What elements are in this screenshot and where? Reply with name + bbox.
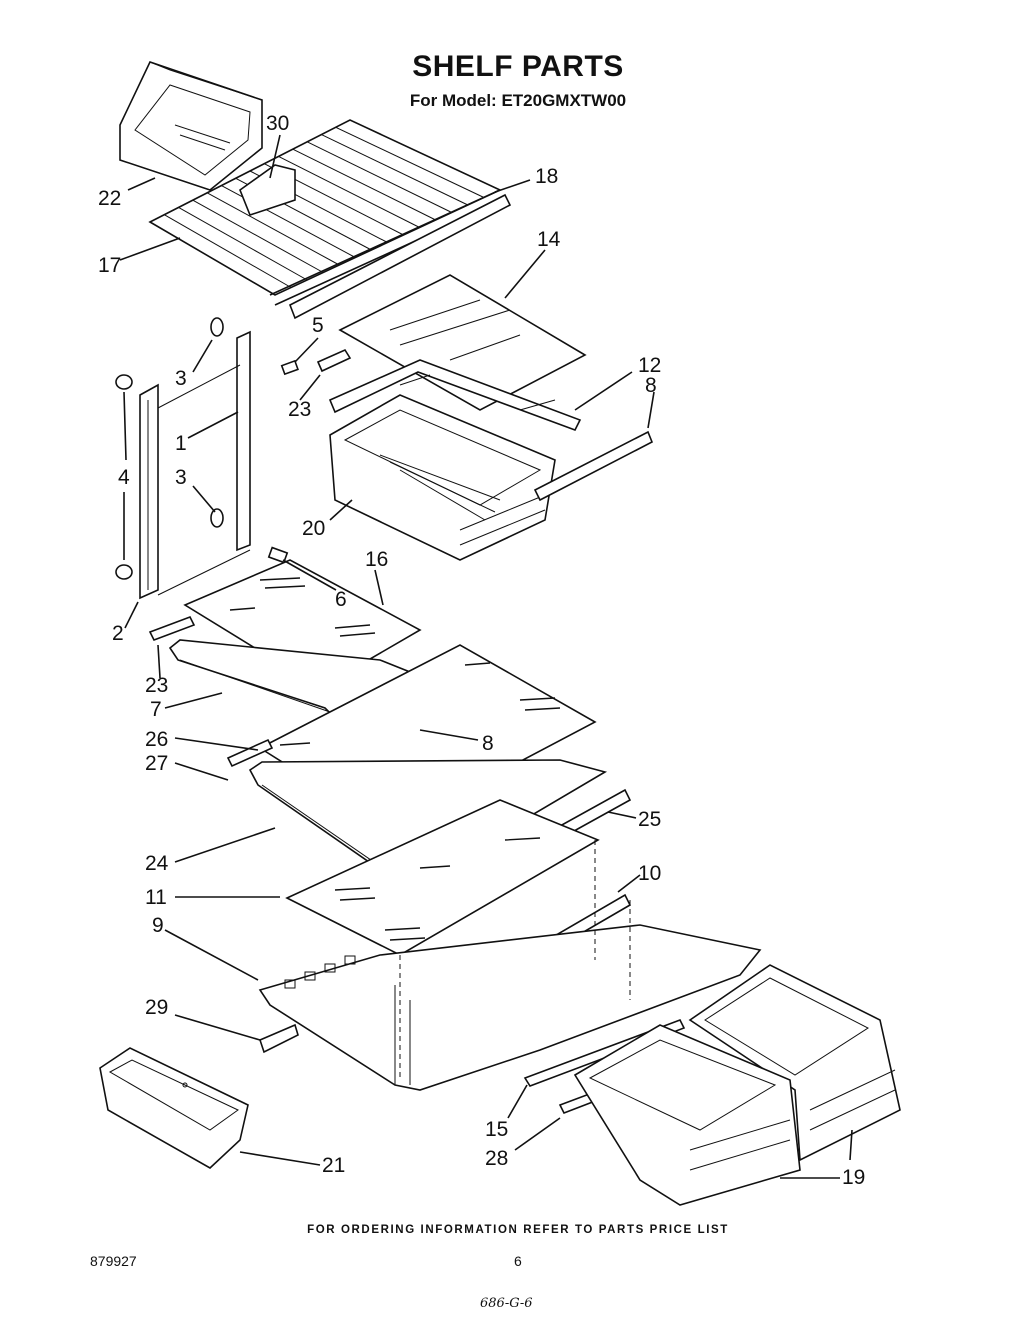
callout-8-lower: 8 xyxy=(482,732,494,755)
callout-8-upper: 8 xyxy=(645,374,657,397)
leader-lines xyxy=(119,134,853,1179)
part-11-glass-shelf xyxy=(285,799,600,956)
callout-labels: 30 22 18 17 14 5 3 12 8 23 4 1 3 20 16 6… xyxy=(98,112,865,1189)
callout-23-upper: 23 xyxy=(288,398,311,421)
ordering-note: FOR ORDERING INFORMATION REFER TO PARTS … xyxy=(307,1224,729,1236)
callout-29: 29 xyxy=(145,996,168,1019)
part-14-glass-shelf xyxy=(338,274,587,411)
part-8-rail-upper xyxy=(533,430,654,502)
callout-12: 12 xyxy=(638,354,661,377)
part-19-crisper-drawers xyxy=(573,964,901,1206)
callout-23-lower: 23 xyxy=(145,674,168,697)
callout-22: 22 xyxy=(98,187,121,210)
page-title: SHELF PARTS xyxy=(412,50,624,83)
callout-18: 18 xyxy=(535,165,558,188)
part-30-clip xyxy=(239,164,296,216)
callout-19: 19 xyxy=(842,1166,865,1189)
callout-3-lower: 3 xyxy=(175,466,187,489)
callout-9: 9 xyxy=(152,914,164,937)
part-22-bin xyxy=(119,61,263,191)
callout-2: 2 xyxy=(112,622,124,645)
callout-17: 17 xyxy=(98,254,121,277)
part-21-door-bin xyxy=(99,1047,249,1169)
part-20-pan xyxy=(329,394,556,561)
part-2-rail xyxy=(139,383,159,600)
handwritten-code: 686-G-6 xyxy=(480,1296,533,1311)
part-29-clip xyxy=(259,1023,299,1054)
callout-21: 21 xyxy=(322,1154,345,1177)
part-3-clip-upper xyxy=(210,317,224,337)
page-number: 6 xyxy=(514,1253,522,1269)
callout-10: 10 xyxy=(638,862,661,885)
callout-5: 5 xyxy=(312,314,324,337)
callout-1: 1 xyxy=(175,432,187,455)
part-4-cap-lower xyxy=(115,564,133,580)
callout-14: 14 xyxy=(537,228,561,251)
part-18-shelf-trim xyxy=(288,193,512,320)
part-3-clip-lower xyxy=(210,508,224,528)
callout-28: 28 xyxy=(485,1147,508,1170)
part-12-frame xyxy=(328,359,582,431)
callout-25: 25 xyxy=(638,808,661,831)
part-1-rail xyxy=(236,330,251,552)
part-6-screw xyxy=(267,546,289,564)
part-4-cap-upper xyxy=(115,374,133,390)
callout-16: 16 xyxy=(365,548,388,571)
callout-30: 30 xyxy=(266,112,289,135)
callout-11: 11 xyxy=(145,886,167,909)
model-subtitle: For Model: ET20GMXTW00 xyxy=(409,91,627,110)
callout-3-upper: 3 xyxy=(175,367,187,390)
document-number: 879927 xyxy=(90,1253,137,1269)
callout-20: 20 xyxy=(302,517,325,540)
part-9-cover xyxy=(258,840,762,1091)
part-23-rail-lower xyxy=(148,615,196,642)
callout-7: 7 xyxy=(150,698,162,721)
part-23-rail-upper xyxy=(316,348,352,373)
callout-24: 24 xyxy=(145,852,169,875)
part-27-rail xyxy=(226,738,274,768)
callout-27: 27 xyxy=(145,752,168,775)
callout-15: 15 xyxy=(485,1118,508,1141)
callout-4: 4 xyxy=(118,466,130,489)
part-5-screw xyxy=(280,359,299,376)
callout-6: 6 xyxy=(335,588,347,611)
callout-26: 26 xyxy=(145,728,168,751)
